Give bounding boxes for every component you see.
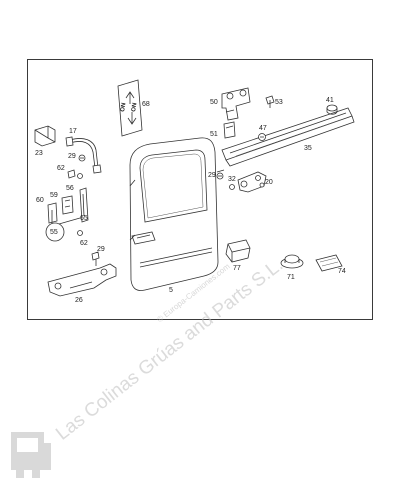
part-label: 62: [57, 165, 65, 172]
line-art: ON ON: [34, 79, 355, 297]
part-label: 17: [69, 128, 77, 135]
guide-rail-part: [221, 107, 355, 167]
part-label: 29: [68, 153, 76, 160]
part-label: 71: [287, 274, 295, 281]
part-label: 29: [97, 246, 105, 253]
part-label: 23: [35, 150, 43, 157]
part-label: 60: [36, 197, 44, 204]
stop-block-part: [34, 125, 56, 147]
grommet-part: [280, 254, 304, 269]
part-label: 50: [210, 99, 218, 106]
screws-right-part: [216, 172, 235, 190]
marker-55-part: [45, 222, 65, 242]
screw-47-part: [258, 133, 266, 141]
part-label: 47: [259, 125, 267, 132]
part-label: 68: [142, 101, 150, 108]
door-panel-part: [129, 137, 219, 291]
pad-part: [315, 254, 343, 272]
part-label: 41: [326, 97, 334, 104]
part-label: 56: [66, 185, 74, 192]
part-label: 55: [50, 229, 58, 236]
part-label: 20: [265, 179, 273, 186]
lock-assembly-part: [47, 187, 89, 227]
sticker-text-2: ON: [131, 102, 138, 112]
upper-roller-part: [221, 87, 251, 121]
small-parts-left-upper: [67, 154, 86, 179]
part-label: 59: [50, 192, 58, 199]
part-labels: 68 50 53 41 23 17 51 47 35 62 29 20 56 5…: [35, 97, 346, 304]
sticker-part: ON ON: [117, 79, 143, 137]
cap-41-part: [326, 104, 338, 115]
bolt-53-part: [265, 95, 275, 108]
part-label: 51: [210, 131, 218, 138]
part-label: 5: [169, 287, 173, 294]
bracket-51-part: [223, 121, 236, 139]
lower-roller-part: [216, 169, 267, 193]
part-label: 26: [75, 297, 83, 304]
part-label: 65: [80, 215, 88, 222]
truck-logo-icon: [11, 432, 51, 478]
part-label: 29: [208, 172, 216, 179]
small-parts-left-lower: [77, 230, 100, 266]
sticker-text-1: ON: [120, 102, 127, 112]
part-label: 74: [338, 268, 346, 275]
part-label: 32: [228, 176, 236, 183]
lower-hinge-part: [47, 263, 117, 297]
grip-cover-part: [225, 239, 251, 263]
cable-part: [65, 136, 102, 174]
part-label: 35: [304, 145, 312, 152]
part-label: 77: [233, 265, 241, 272]
part-label: 53: [275, 99, 283, 106]
part-label: 62: [80, 240, 88, 247]
